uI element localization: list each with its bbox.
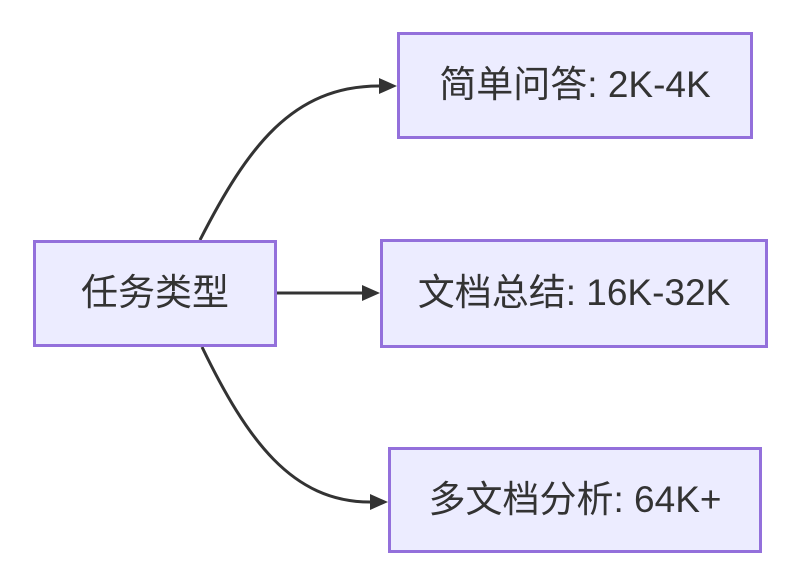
edge-task-type-to-multi-doc [200, 346, 388, 510]
node-doc-summary: 文档总结: 16K-32K [380, 239, 768, 348]
node-doc-summary-label: 文档总结: 16K-32K [417, 272, 731, 314]
node-simple-qa-label: 简单问答: 2K-4K [439, 64, 711, 106]
node-task-type-label: 任务类型 [81, 272, 229, 314]
edge-task-type-to-simple-qa [198, 78, 397, 241]
node-task-type: 任务类型 [33, 240, 277, 347]
node-simple-qa: 简单问答: 2K-4K [397, 32, 753, 139]
node-multi-doc: 多文档分析: 64K+ [388, 447, 762, 553]
node-multi-doc-label: 多文档分析: 64K+ [428, 478, 722, 520]
